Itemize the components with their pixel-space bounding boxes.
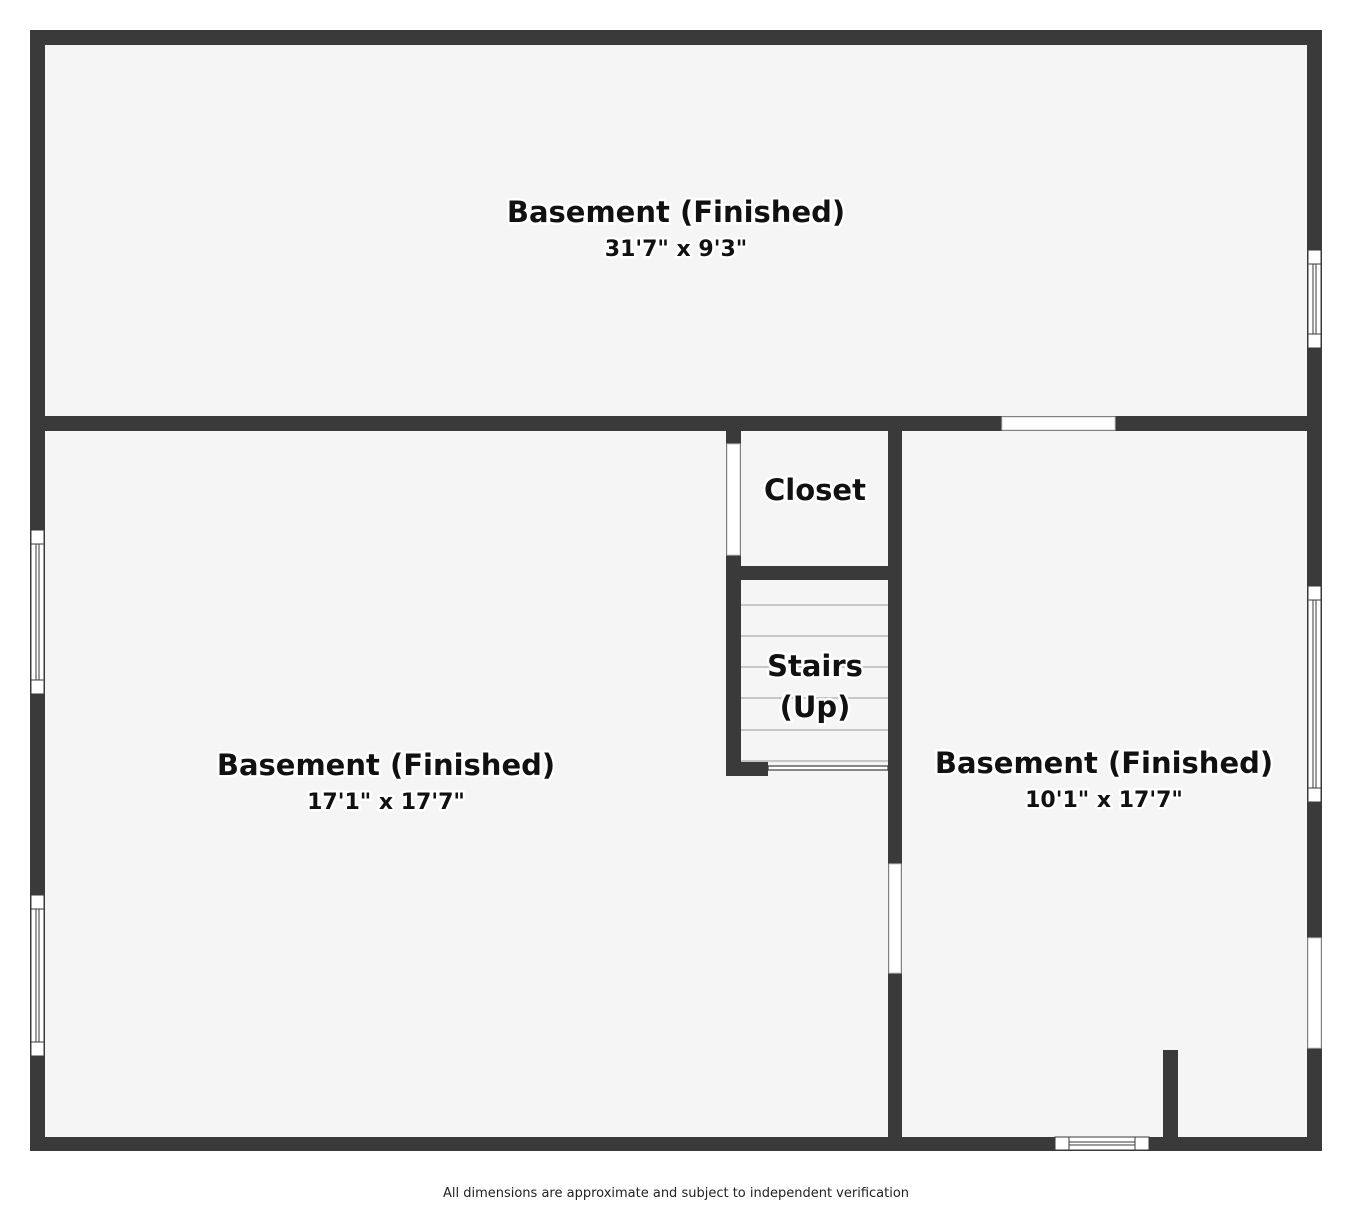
stairs-label-line2: (Up): [780, 690, 851, 724]
stairs-label-line1: Stairs: [767, 649, 863, 683]
room-name-right: Basement (Finished): [935, 746, 1273, 780]
room-name-top: Basement (Finished): [507, 195, 845, 229]
wall-closet-divider: [888, 416, 902, 1151]
room-name-closet: Closet: [764, 473, 866, 507]
stair-rail: [767, 765, 889, 771]
wall-stair-bottom-stub: [726, 762, 768, 776]
doorway-top-right: [1001, 416, 1116, 431]
wall-right-room-stub: [1163, 1050, 1178, 1151]
window-bottom: [1054, 1136, 1150, 1151]
window-left-upper: [30, 529, 45, 695]
doorway-right-outer: [1307, 937, 1322, 1049]
room-labels: Basement (Finished) 31'7" x 9'3" Closet …: [214, 193, 1275, 818]
floor-left-room: [45, 431, 888, 1137]
room-dims-top: 31'7" x 9'3": [605, 237, 747, 262]
room-dims-right: 10'1" x 17'7": [1025, 788, 1183, 813]
floor-plan: Basement (Finished) 31'7" x 9'3" Closet …: [30, 30, 1322, 1151]
doorway-closet: [726, 443, 741, 556]
floor-right-room: [902, 431, 1307, 1137]
window-left-lower: [30, 894, 45, 1057]
stairs-floor: [741, 580, 888, 762]
wall-outer-bottom: [30, 1137, 1322, 1151]
openings: [726, 416, 1322, 1049]
floor-top-room: [45, 45, 1307, 416]
doorway-divider: [888, 863, 902, 974]
windows: [30, 249, 1322, 1151]
window-top-right: [1307, 249, 1322, 349]
room-dims-left: 17'1" x 17'7": [307, 790, 465, 815]
wall-outer-top: [30, 30, 1322, 45]
wall-closet-bottom: [726, 566, 902, 580]
stairs: [741, 580, 889, 771]
window-right-middle: [1307, 585, 1322, 803]
floors: [45, 45, 1307, 1137]
room-name-left: Basement (Finished): [217, 748, 555, 782]
wall-middle-horizontal: [30, 416, 1322, 431]
disclaimer-text: All dimensions are approximate and subje…: [442, 1186, 910, 1201]
